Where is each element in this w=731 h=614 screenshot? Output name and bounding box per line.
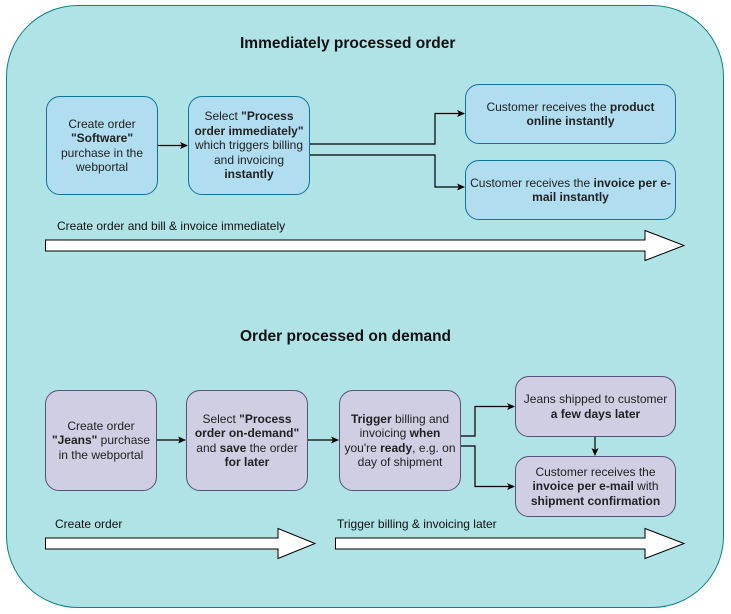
text: Create order	[68, 116, 136, 131]
text: Jeans shipped to customer	[523, 392, 668, 406]
node-process-on-demand[interactable]: Select "Process order on-demand" and sav…	[186, 390, 308, 491]
bold-text: save	[219, 440, 247, 455]
text: and	[196, 440, 220, 455]
bold-text: "Jeans"	[51, 433, 98, 448]
text: you're	[344, 440, 381, 455]
bold-text: a few days later	[550, 406, 641, 421]
arrow-label-create-order: Create order	[55, 517, 123, 531]
node-product-online[interactable]: Customer receives the product online ins…	[465, 84, 676, 144]
node-text: Customer receives the product online ins…	[470, 100, 671, 129]
node-text: Create order "Jeans" purchase in the web…	[50, 419, 152, 463]
text: Select	[202, 411, 240, 426]
text: Customer receives the	[470, 175, 594, 190]
node-create-order-software[interactable]: Create order "Software" purchase in the …	[46, 96, 158, 195]
bold-text: invoice per e-mail instantly	[532, 175, 671, 205]
text: purchase in the webportal	[60, 145, 144, 175]
bold-text: "Software"	[70, 131, 134, 145]
bold-text: ready	[380, 440, 413, 455]
text: billing and invoicing	[359, 411, 450, 441]
node-text: Create order "Software" purchase in the …	[51, 117, 153, 175]
node-text: Select "Process order immediately" which…	[193, 109, 305, 182]
node-jeans-shipped[interactable]: Jeans shipped to customer a few days lat…	[515, 376, 676, 437]
node-text: Customer receives the invoice per e-mail…	[470, 176, 671, 205]
text: Select	[204, 109, 242, 124]
text: purchase in the webportal	[58, 433, 151, 462]
arrow-label-trigger-later: Trigger billing & invoicing later	[337, 517, 497, 531]
arrow-label-immediate: Create order and bill & invoice immediat…	[57, 219, 286, 233]
bold-text: "Process order on-demand"	[194, 411, 300, 441]
text: Customer receives the	[535, 464, 656, 479]
node-text: Trigger billing and invoicing when you'r…	[344, 412, 456, 470]
node-text: Customer receives the invoice per e-mail…	[520, 465, 671, 509]
bold-text: shipment confirmation	[530, 493, 661, 508]
node-text: Select "Process order on-demand" and sav…	[191, 412, 303, 470]
section-title-immediate: Immediately processed order	[240, 35, 456, 52]
node-create-order-jeans[interactable]: Create order "Jeans" purchase in the web…	[45, 390, 157, 491]
bold-text: invoice per e-mail	[532, 479, 634, 494]
text: which triggers billing and invoicing	[194, 138, 304, 167]
text: Create order	[67, 418, 135, 433]
bold-text: when	[409, 426, 441, 440]
text: with	[633, 479, 659, 494]
node-invoice-email-instantly[interactable]: Customer receives the invoice per e-mail…	[465, 160, 676, 220]
node-invoice-with-shipment[interactable]: Customer receives the invoice per e-mail…	[515, 456, 676, 517]
bold-text: Trigger	[350, 411, 392, 426]
text: Customer receives the	[486, 99, 610, 114]
bold-text: product online instantly	[526, 99, 655, 129]
bold-text: "Process order immediately"	[194, 109, 304, 138]
section-title-on-demand: Order processed on demand	[240, 328, 452, 345]
text: the order	[246, 440, 298, 455]
node-process-immediately[interactable]: Select "Process order immediately" which…	[188, 96, 310, 195]
text: , e.g. on day of shipment	[357, 440, 456, 470]
bold-text: instantly	[224, 167, 274, 182]
node-text: Jeans shipped to customer a few days lat…	[520, 392, 671, 421]
node-trigger-billing[interactable]: Trigger billing and invoicing when you'r…	[339, 390, 461, 491]
bold-text: for later	[224, 455, 270, 469]
